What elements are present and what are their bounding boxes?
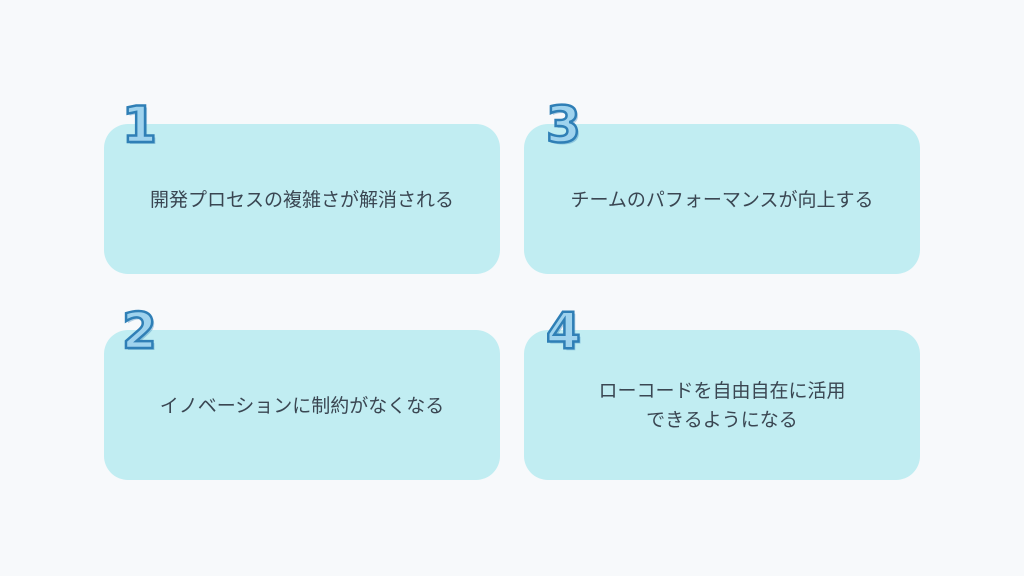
benefit-text: イノベーションに制約がなくなる — [159, 394, 445, 417]
benefit-card-3: チームのパフォーマンスが向上する — [524, 124, 920, 274]
benefit-text: チームのパフォーマンスが向上する — [570, 188, 874, 211]
benefit-text: 開発プロセスの複雑さが解消される — [149, 188, 454, 211]
benefit-card-2: イノベーションに制約がなくなる — [104, 330, 500, 480]
benefit-card-1: 開発プロセスの複雑さが解消される — [104, 124, 500, 274]
benefit-number-4: 4 — [545, 302, 582, 360]
benefit-number-3: 3 — [545, 96, 582, 154]
benefit-text: ローコードを自由自在に活用 できるようになる — [598, 380, 846, 431]
benefit-number-1: 1 — [121, 96, 158, 154]
benefit-number-2: 2 — [121, 302, 158, 360]
benefit-card-4: ローコードを自由自在に活用 できるようになる — [524, 330, 920, 480]
